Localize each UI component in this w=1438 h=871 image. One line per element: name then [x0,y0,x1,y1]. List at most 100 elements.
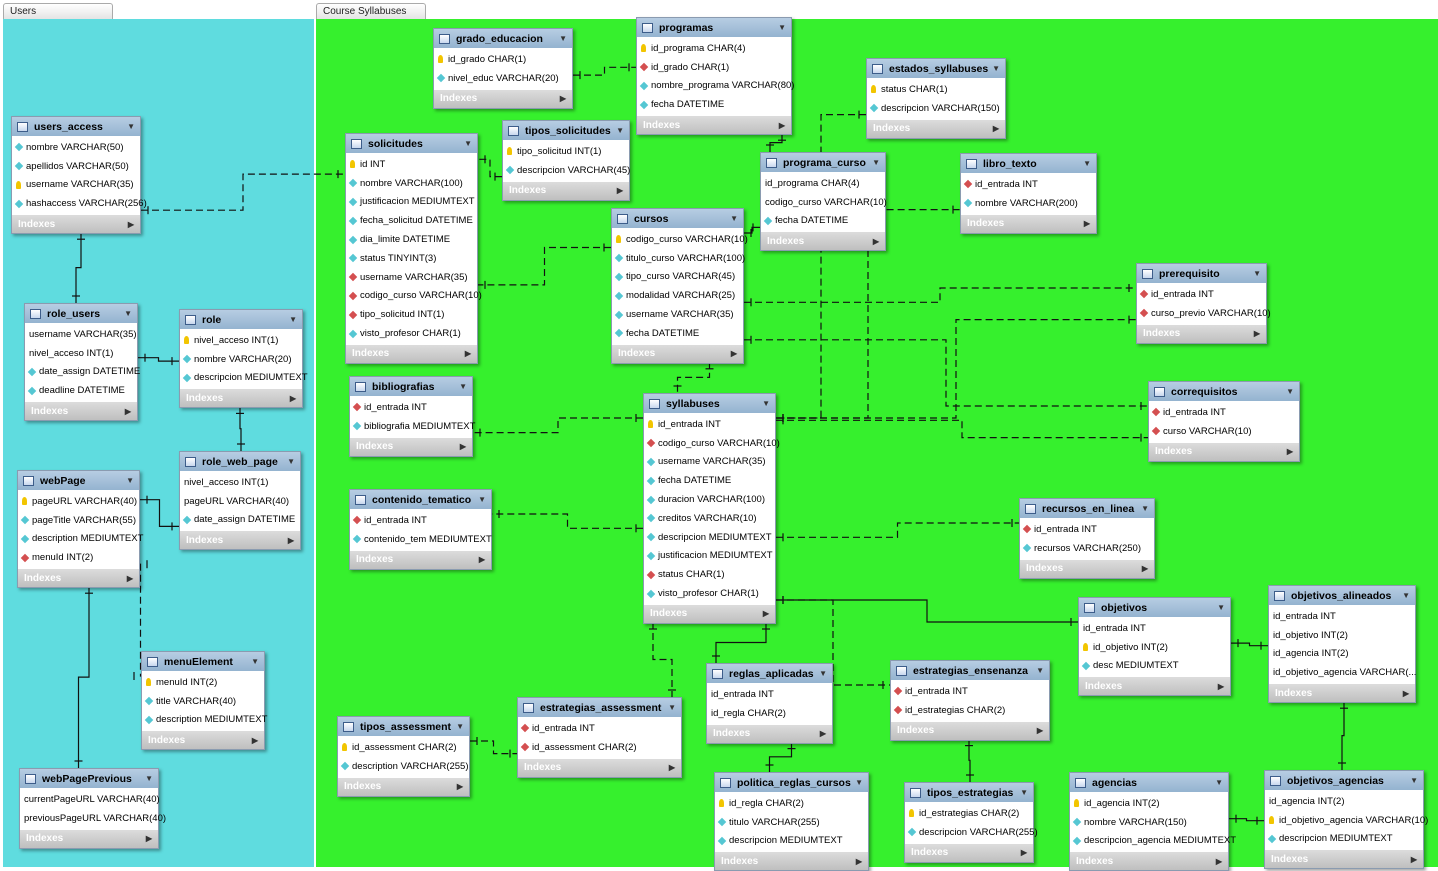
column-row[interactable]: username VARCHAR(35) [29,325,137,344]
column-row[interactable]: justificacion MEDIUMTEXT [646,547,773,566]
column-row[interactable]: status CHAR(1) [646,565,771,584]
column-row[interactable]: codigo_curso VARCHAR(10) [646,434,780,453]
collapse-caret-icon[interactable]: ▼ [778,23,786,32]
table-header[interactable]: bibliografias▼ [350,377,472,396]
column-row[interactable]: duracion VARCHAR(100) [646,490,771,509]
column-row[interactable]: id_entrada INT [1273,607,1411,626]
column-row[interactable]: id_objetivo INT(2) [1083,638,1226,657]
column-row[interactable]: username VARCHAR(35) [646,453,771,472]
column-row[interactable]: date_assign DATETIME [27,363,140,382]
expand-arrow-icon[interactable]: ▶ [616,186,623,196]
column-row[interactable]: nivel_acceso INT(1) [29,344,133,363]
column-row[interactable]: nivel_acceso INT(1) [184,473,296,492]
column-row[interactable]: titulo VARCHAR(255) [717,813,864,832]
column-row[interactable]: fecha DATETIME [763,212,881,231]
column-row[interactable]: id_entrada INT [1022,520,1150,539]
column-row[interactable]: id_programa CHAR(4) [641,39,787,58]
expand-arrow-icon[interactable]: ▶ [456,782,463,792]
collapse-caret-icon[interactable]: ▼ [730,214,738,223]
table-header[interactable]: tipos_assessment▼ [338,717,469,736]
column-row[interactable]: date_assign DATETIME [182,511,296,530]
collapse-caret-icon[interactable]: ▼ [1402,591,1410,600]
table-header[interactable]: solicitudes▼ [346,134,477,153]
table-header[interactable]: contenido_tematico▼ [350,490,491,509]
column-row[interactable]: username VARCHAR(35) [16,176,136,195]
collapse-caret-icon[interactable]: ▼ [1141,504,1149,513]
column-row[interactable]: desc MEDIUMTEXT [1081,657,1226,676]
column-row[interactable]: menuId INT(2) [146,673,260,692]
column-row[interactable]: id_assessment CHAR(2) [520,738,677,757]
collapse-caret-icon[interactable]: ▼ [1083,159,1091,168]
table-webpageprevious[interactable]: webPagePrevious▼currentPageURL VARCHAR(4… [19,768,166,849]
column-row[interactable]: fecha_solicitud DATETIME [348,211,473,230]
column-row[interactable]: id_agencia INT(2) [1269,792,1419,811]
column-row[interactable]: tipo_solicitud INT(1) [507,142,625,161]
column-row[interactable]: creditos VARCHAR(10) [646,509,771,528]
table-header[interactable]: recursos_en_linea▼ [1020,499,1154,518]
column-row[interactable]: id_entrada INT [520,719,677,738]
table-header[interactable]: objetivos▼ [1079,598,1230,617]
column-row[interactable]: pageTitle VARCHAR(55) [20,511,136,530]
column-row[interactable]: nivel_educ VARCHAR(20) [436,69,568,88]
indexes-section[interactable]: Indexes▶ [350,550,491,569]
column-row[interactable]: curso VARCHAR(10) [1151,422,1295,441]
table-header[interactable]: objetivos_agencias▼ [1265,771,1423,790]
table-header[interactable]: users_access▼ [12,117,140,136]
expand-arrow-icon[interactable]: ▶ [668,763,675,773]
column-row[interactable]: tipo_solicitud INT(1) [348,305,473,324]
column-row[interactable]: visto_profesor CHAR(1) [348,324,473,343]
table-header[interactable]: reglas_aplicadas▼ [707,664,832,683]
table-header[interactable]: role▼ [180,310,302,329]
collapse-caret-icon[interactable]: ▼ [289,315,297,324]
column-row[interactable]: nombre VARCHAR(100) [348,174,473,193]
indexes-section[interactable]: Indexes▶ [18,569,139,588]
collapse-caret-icon[interactable]: ▼ [1410,776,1418,785]
collapse-caret-icon[interactable]: ▼ [456,722,464,731]
table-header[interactable]: menuElement▼ [142,652,264,671]
column-row[interactable]: pageURL VARCHAR(40) [184,492,296,511]
column-row[interactable]: id_grado CHAR(1) [639,58,787,77]
collapse-caret-icon[interactable]: ▼ [1036,666,1044,675]
column-row[interactable]: deadline DATETIME [27,381,133,400]
column-row[interactable]: tipo_curso VARCHAR(45) [614,268,739,287]
table-header[interactable]: grado_educacion▼ [434,29,572,48]
indexes-section[interactable]: Indexes▶ [637,116,791,135]
indexes-section[interactable]: Indexes▶ [12,215,140,234]
collapse-caret-icon[interactable]: ▼ [668,703,676,712]
table-menuelement[interactable]: menuElement▼ menuId INT(2)title VARCHAR(4… [141,651,267,751]
column-row[interactable]: nombre VARCHAR(50) [14,138,136,157]
indexes-section[interactable]: Indexes▶ [612,344,743,363]
expand-arrow-icon[interactable]: ▶ [992,124,999,134]
indexes-section[interactable]: Indexes▶ [1079,677,1230,696]
table-header[interactable]: tipos_estrategias▼ [905,783,1033,802]
expand-arrow-icon[interactable]: ▶ [464,349,471,359]
column-row[interactable]: codigo_curso VARCHAR(10) [348,287,482,306]
collapse-caret-icon[interactable]: ▼ [762,399,770,408]
table-tipos-estrategias[interactable]: tipos_estrategias▼ id_estrategias CHAR(2)… [904,782,1038,863]
table-header[interactable]: syllabuses▼ [644,394,775,413]
collapse-caret-icon[interactable]: ▼ [819,669,827,678]
collapse-caret-icon[interactable]: ▼ [1253,269,1261,278]
table-header[interactable]: agencias▼ [1070,773,1228,792]
column-row[interactable]: id_estrategias CHAR(2) [909,804,1029,823]
table-role-web-page[interactable]: role_web_page▼nivel_acceso INT(1)pageURL… [179,451,301,551]
column-row[interactable]: codigo_curso VARCHAR(10) [765,193,887,212]
indexes-section[interactable]: Indexes▶ [891,721,1049,740]
table-header[interactable]: estrategias_assessment▼ [518,698,681,717]
table-webpage[interactable]: webPage▼pageURL VARCHAR(40)pageTitle VAR… [17,470,143,589]
collapse-caret-icon[interactable]: ▼ [1020,788,1028,797]
collapse-caret-icon[interactable]: ▼ [872,158,880,167]
indexes-section[interactable]: Indexes▶ [434,89,572,108]
column-row[interactable]: apellidos VARCHAR(50) [14,157,136,176]
column-row[interactable]: id_entrada INT [1083,619,1226,638]
column-row[interactable]: dia_limite DATETIME [348,230,473,249]
expand-arrow-icon[interactable]: ▶ [251,735,258,745]
column-row[interactable]: username VARCHAR(35) [614,305,739,324]
column-row[interactable]: title VARCHAR(40) [144,692,260,711]
table-header[interactable]: programas▼ [637,18,791,37]
